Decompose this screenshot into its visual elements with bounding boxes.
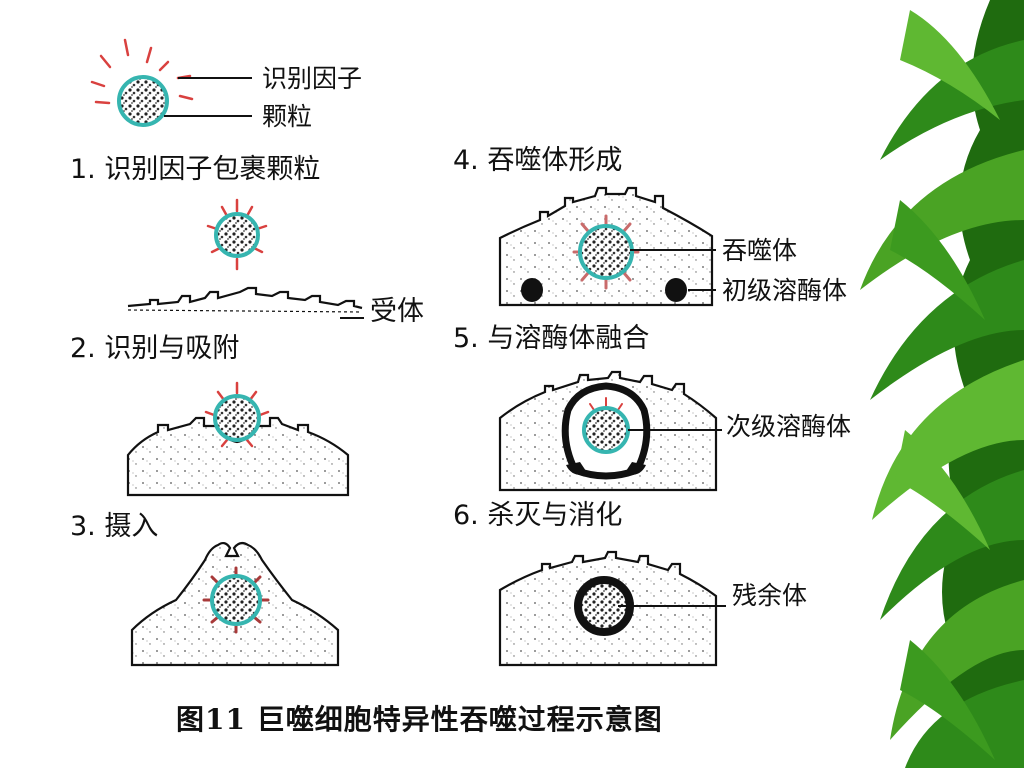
legend-particle-label: 颗粒 xyxy=(262,102,313,131)
receptor-label: 受体 xyxy=(370,296,424,327)
figure-caption: 图11 巨噬细胞特异性吞噬过程示意图 xyxy=(176,703,663,736)
step-4-phagosome xyxy=(498,186,716,307)
step-5-label: 5. 与溶酶体融合 xyxy=(453,323,650,354)
step-3-label: 3. 摄入 xyxy=(70,511,159,542)
step-3-ingestion xyxy=(130,541,340,667)
residual-body-label: 残余体 xyxy=(732,581,808,610)
secondary-lysosome-label: 次级溶酶体 xyxy=(726,412,852,441)
legend-particle xyxy=(90,38,252,127)
step-2-label: 2. 识别与吸附 xyxy=(70,333,240,364)
step-2-membrane xyxy=(127,286,364,319)
step-4-label: 4. 吞噬体形成 xyxy=(453,145,623,176)
step-6-residual xyxy=(498,550,726,667)
step-1-label: 1. 识别因子包裹颗粒 xyxy=(70,154,321,185)
step-2-adhesion xyxy=(126,381,350,497)
legend-factor-label: 识别因子 xyxy=(262,64,363,93)
step-6-label: 6. 杀灭与消化 xyxy=(453,500,623,531)
step-5-fusion xyxy=(498,370,722,492)
primary-lysosome-label: 初级溶酶体 xyxy=(722,276,848,305)
phagosome-label: 吞噬体 xyxy=(722,236,798,265)
bamboo-leaves-decoration xyxy=(860,0,1024,768)
step-2-particle xyxy=(206,198,268,271)
